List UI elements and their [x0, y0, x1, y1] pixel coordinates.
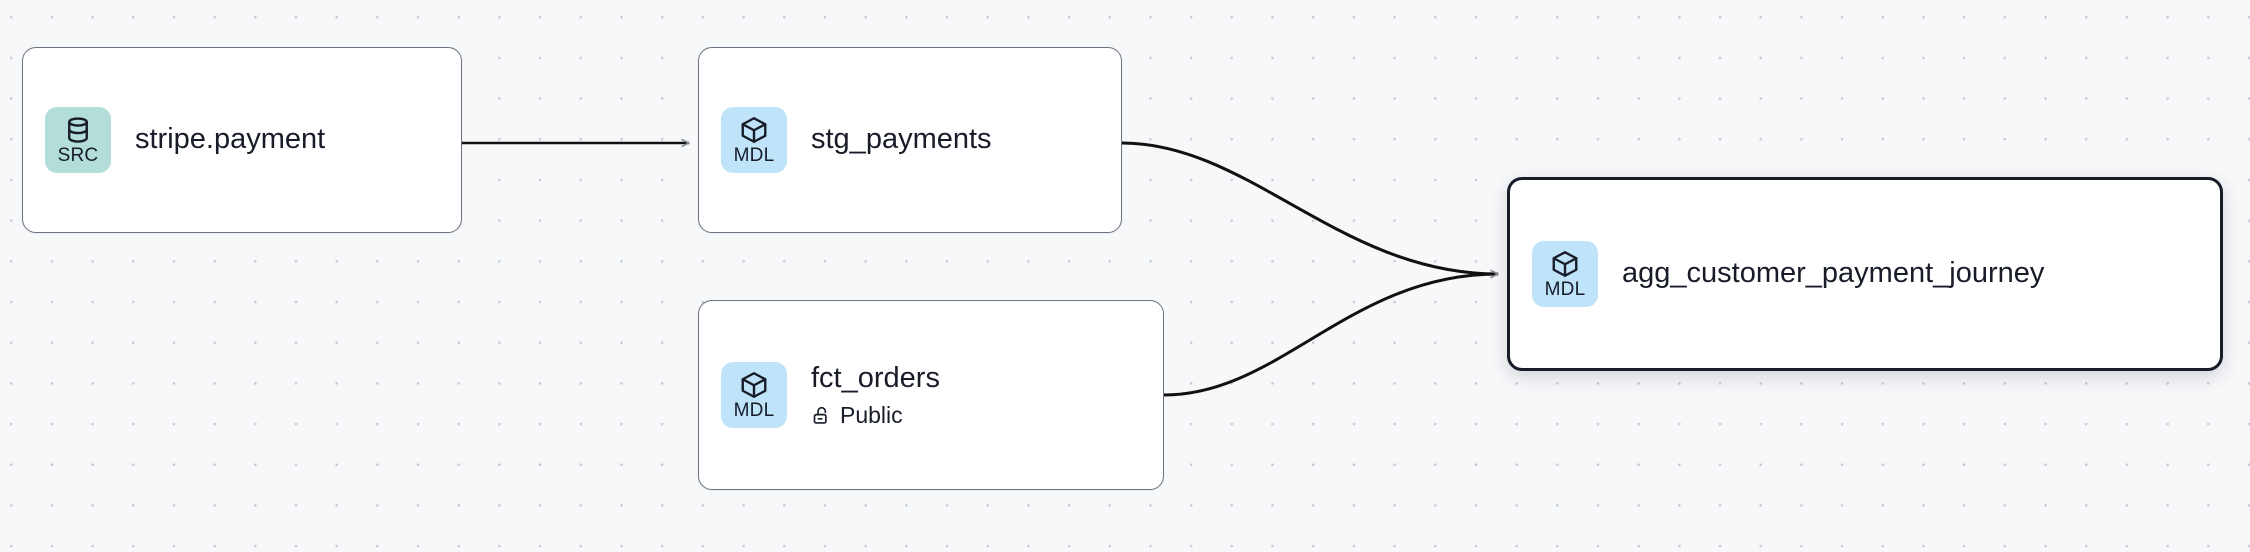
node-visibility: Public — [811, 401, 940, 428]
node-title: stripe.payment — [135, 123, 326, 156]
cube-icon — [741, 372, 767, 398]
lineage-node-stg-payments[interactable]: MDL stg_payments — [698, 47, 1122, 233]
node-badge-model: MDL — [721, 362, 787, 428]
database-icon — [68, 117, 88, 143]
cube-icon — [741, 117, 767, 143]
node-badge-label: MDL — [733, 400, 775, 421]
lineage-node-agg-customer-payment-journey[interactable]: MDL agg_customer_payment_journey — [1507, 177, 2223, 371]
node-body: agg_customer_payment_journey — [1622, 257, 2044, 290]
lineage-node-stripe-payment[interactable]: SRC stripe.payment — [22, 47, 462, 233]
node-body: fct_orders Public — [811, 362, 940, 428]
node-badge-label: SRC — [57, 145, 99, 166]
node-body: stg_payments — [811, 123, 992, 156]
node-badge-label: MDL — [733, 145, 775, 166]
edge-fct-orders-to-agg-customer-payment-journey — [1163, 274, 1498, 397]
cube-icon — [1552, 251, 1578, 277]
node-visibility-label: Public — [840, 401, 903, 428]
node-badge-source: SRC — [45, 107, 111, 173]
node-title: stg_payments — [811, 123, 992, 156]
node-title: fct_orders — [811, 362, 940, 395]
node-badge-label: MDL — [1544, 279, 1586, 300]
node-body: stripe.payment — [135, 123, 325, 156]
node-badge-model: MDL — [721, 107, 787, 173]
node-title: agg_customer_payment_journey — [1622, 257, 2045, 290]
edge-stg-payments-to-agg-customer-payment-journey — [1121, 141, 1498, 274]
node-badge-model: MDL — [1532, 241, 1598, 307]
lineage-node-fct-orders[interactable]: MDL fct_orders Public — [698, 300, 1164, 490]
unlock-icon — [813, 406, 827, 424]
